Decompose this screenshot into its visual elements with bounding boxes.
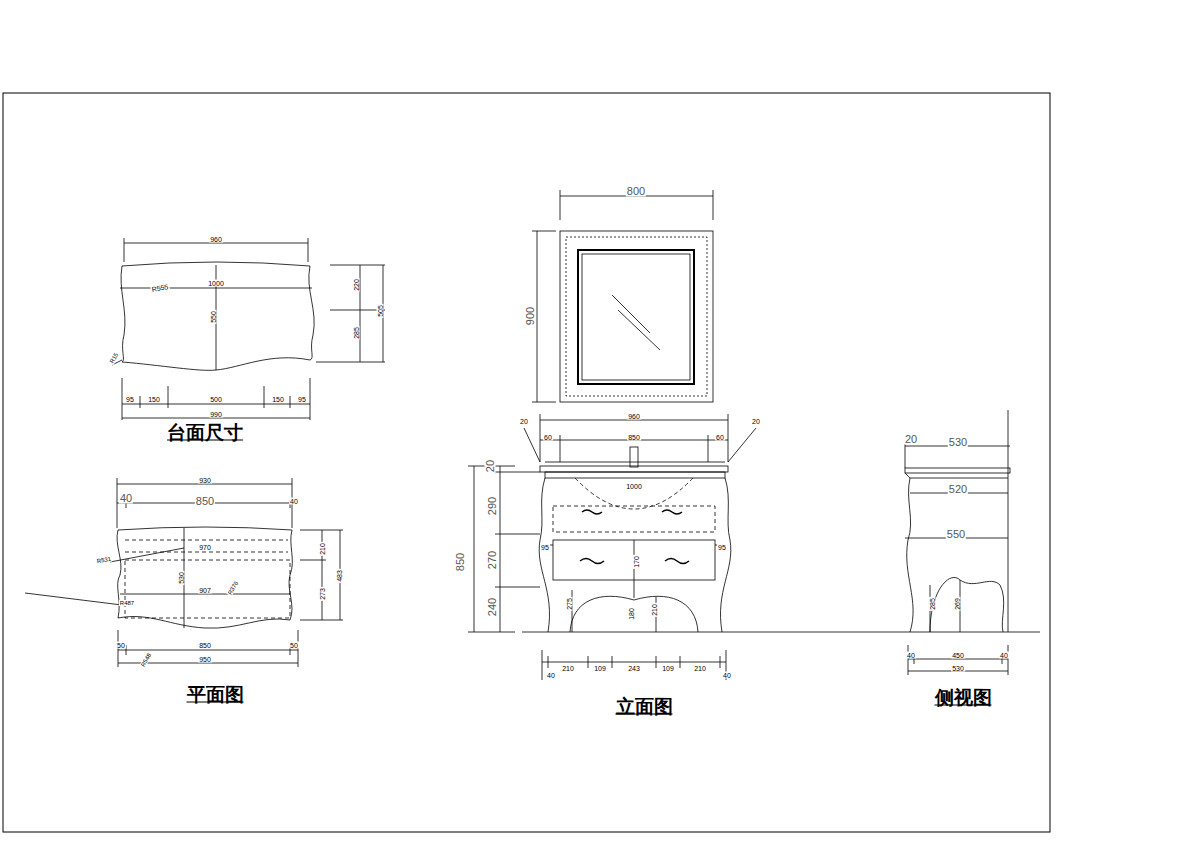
mirror (532, 190, 713, 402)
dimension-label: 180 (628, 607, 635, 621)
dimension-label: 530 (178, 571, 185, 585)
dimension-label: 210 (561, 665, 575, 672)
dimension-label: 95 (717, 544, 727, 551)
dimension-label: 210 (693, 665, 707, 672)
dimension-label: 40 (906, 652, 916, 659)
view-title: 平面图 (186, 685, 245, 704)
dimension-label: 220 (353, 278, 360, 292)
dimension-label: 850 (195, 496, 215, 507)
dimension-label: 550 (210, 310, 217, 324)
sheet-border (3, 93, 1050, 832)
dimension-label: 290 (487, 496, 498, 516)
dimension-label: 40 (289, 498, 299, 505)
countertop-view (112, 238, 385, 420)
dimension-label: R15 (108, 351, 120, 365)
dimension-label: 40 (999, 652, 1009, 659)
dimension-label: R548 (139, 651, 152, 668)
dimension-label: 530 (951, 665, 965, 672)
dimension-label: 95 (125, 396, 135, 403)
dimension-label: 850 (627, 434, 641, 441)
dimension-label: 530 (948, 437, 968, 448)
dimension-label: 800 (626, 186, 646, 197)
dimension-label: R531 (95, 556, 112, 565)
view-title: 侧视图 (934, 688, 993, 707)
view-title: 立面图 (615, 697, 674, 716)
dimension-label: 210 (651, 603, 658, 617)
dimension-label: 285 (353, 326, 360, 340)
dimension-label: 269 (954, 597, 961, 611)
dimension-label: 450 (951, 652, 965, 659)
dimension-label: 285 (929, 597, 936, 611)
dimension-label: 240 (487, 597, 498, 617)
dimension-label: 170 (633, 555, 640, 569)
dimension-label: 210 (319, 542, 326, 556)
dimension-label: 990 (209, 411, 223, 418)
dimension-label: 109 (661, 665, 675, 672)
dimension-label: 930 (198, 477, 212, 484)
dimension-label: 40 (722, 672, 732, 679)
dimension-label: 970 (198, 544, 212, 551)
dimension-label: 273 (319, 587, 326, 601)
dimension-label: 1000 (207, 280, 225, 287)
dimension-label: 520 (948, 484, 968, 495)
side-view (905, 410, 1010, 675)
dimension-label: 50 (289, 642, 299, 649)
dimension-label: 150 (147, 396, 161, 403)
dimension-label: 40 (119, 493, 133, 504)
dimension-label: 95 (540, 544, 550, 551)
dimension-label: 270 (487, 550, 498, 570)
dimension-label: 550 (946, 529, 966, 540)
dimension-label: 900 (525, 306, 536, 326)
dimension-label: 960 (627, 413, 641, 420)
dimension-label: 275 (566, 597, 573, 611)
dimension-label: 243 (627, 665, 641, 672)
plan-view (25, 478, 343, 667)
dimension-label: 95 (297, 396, 307, 403)
view-title: 台面尺寸 (166, 423, 244, 442)
dimension-label: 907 (198, 587, 212, 594)
dimension-label: R487 (119, 600, 135, 606)
dimension-label: 20 (519, 418, 529, 425)
elevation-view (468, 414, 1040, 680)
dimension-label: 60 (543, 434, 553, 441)
dimension-label: 40 (546, 672, 556, 679)
dimension-label: 20 (904, 434, 918, 445)
dimension-label: 960 (209, 236, 223, 243)
dimension-label: 60 (715, 434, 725, 441)
dimension-label: 850 (198, 642, 212, 649)
dimension-label: 20 (751, 418, 761, 425)
dimension-label: 850 (455, 552, 466, 572)
dimension-label: 950 (198, 656, 212, 663)
dimension-label: 1000 (625, 483, 643, 490)
dimension-label: 20 (485, 459, 496, 473)
dimension-label: 150 (271, 396, 285, 403)
dimension-label: 50 (116, 642, 126, 649)
dimension-label: 505 (377, 304, 384, 318)
dimension-label: 500 (209, 396, 223, 403)
dimension-label: R555 (150, 283, 170, 293)
dimension-label: 109 (593, 665, 607, 672)
dimension-label: 483 (336, 569, 343, 583)
